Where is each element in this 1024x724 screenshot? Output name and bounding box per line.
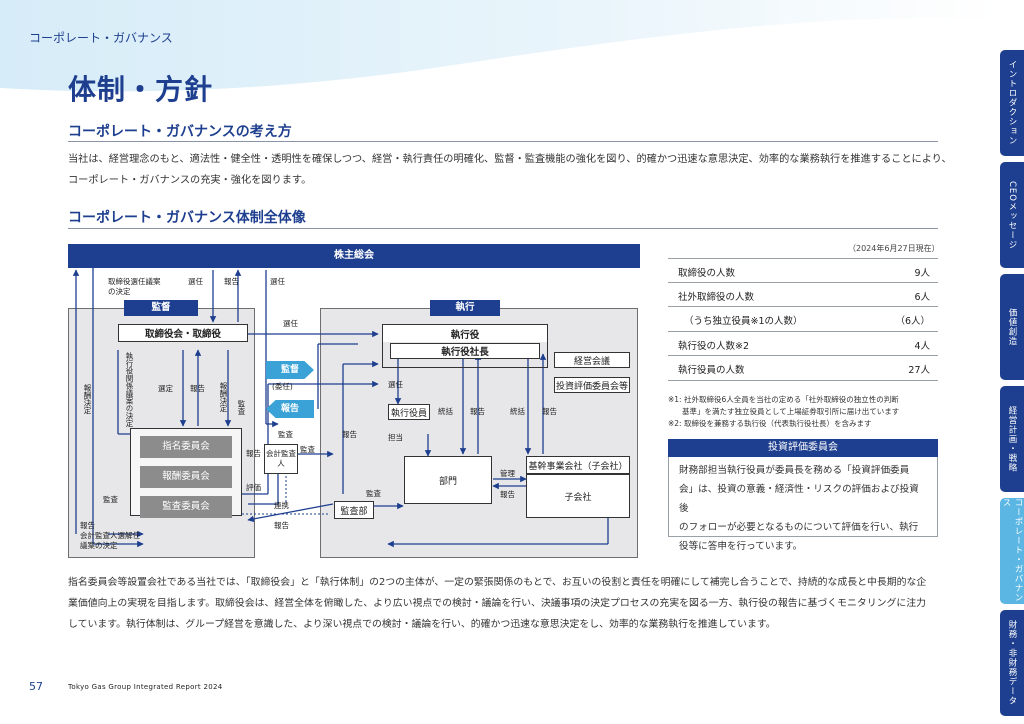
- diagram-connectors: [72, 264, 609, 548]
- structure-paragraph: 指名委員会等設置会社である当社では、「取締役会」と「執行体制」の2つの主体が、一…: [68, 577, 927, 630]
- tab-financial-data[interactable]: 財務・非財務データ: [1000, 610, 1024, 716]
- page-title: 体制・方針: [68, 73, 214, 106]
- audit-department: 監査部: [334, 501, 374, 519]
- executive-frame: [382, 324, 548, 368]
- heading-rule: [68, 141, 938, 142]
- audit-committee: 監査委員会: [140, 496, 232, 518]
- investment-committee-description: 財務部担当執行役員が委員長を務める「投資評価委員 会」は、投資の意義・経済性・リ…: [668, 457, 938, 552]
- arrow-supervise: 監督: [266, 361, 314, 379]
- investment-committee-heading: 投資評価委員会: [668, 439, 938, 457]
- stat-row: （うち独立役員※1の人数）（6人）: [668, 307, 938, 332]
- section-label: コーポレート・ガバナンス: [29, 31, 173, 45]
- report-name: Tokyo Gas Group Integrated Report 2024: [68, 683, 223, 691]
- footnotes: ※1: 社外取締役6人全員を当社の定める「社外取締役の独立性の判断 基準」を満た…: [668, 395, 900, 428]
- accounting-auditor: 会計監査人: [264, 444, 298, 474]
- president: 執行役社長: [390, 343, 540, 359]
- nomination-committee: 指名委員会: [140, 436, 232, 458]
- board-of-directors: 取締役会・取締役: [118, 324, 248, 342]
- core-companies: 基幹事業会社（子会社）: [526, 456, 630, 474]
- header-wave: [0, 0, 1000, 92]
- page-number: 57: [29, 680, 43, 693]
- subsidiaries: 子会社: [526, 474, 630, 518]
- heading-rule: [68, 228, 938, 229]
- compensation-committee: 報酬委員会: [140, 466, 232, 488]
- tab-management-plan[interactable]: 経営計画・戦略: [1000, 386, 1024, 492]
- departments: 部門: [404, 456, 492, 504]
- execution-tag: 執行: [430, 300, 500, 316]
- heading-governance-structure: コーポレート・ガバナンス体制全体像: [68, 210, 306, 226]
- investment-committee-box: 投資評価委員会等: [554, 377, 630, 393]
- tab-corporate-governance[interactable]: コーポレート・ガバナンス: [1000, 498, 1024, 604]
- heading-governance-philosophy: コーポレート・ガバナンスの考え方: [68, 124, 292, 140]
- tab-introduction[interactable]: イントロダクション: [1000, 50, 1024, 156]
- exec-officer-staff: 執行役員: [388, 404, 430, 420]
- arrow-report: 報告: [266, 400, 314, 418]
- management-meeting: 経営会議: [554, 352, 630, 368]
- tab-ceo-message[interactable]: CEOメッセージ: [1000, 162, 1024, 268]
- philosophy-paragraph: 当社は、経営理念のもと、適法性・健全性・透明性を確保しつつ、経営・執行責任の明確…: [68, 154, 952, 186]
- governance-diagram: 株主総会 監督 執行: [68, 244, 640, 564]
- supervision-tag: 監督: [124, 300, 198, 316]
- as-of-date: （2024年6月27日現在）: [848, 244, 940, 253]
- shareholders-meeting: 株主総会: [68, 244, 640, 268]
- tab-value-creation[interactable]: 価値創造: [1000, 274, 1024, 380]
